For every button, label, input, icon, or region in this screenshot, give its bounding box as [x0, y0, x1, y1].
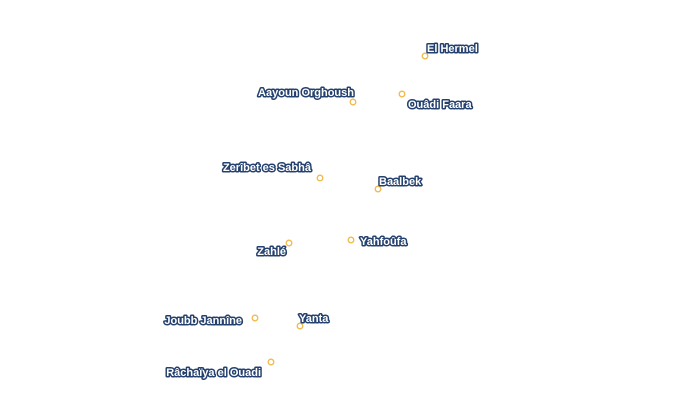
place-label: Aayoun Orghoush [258, 87, 354, 99]
place-marker[interactable] [398, 90, 406, 98]
place-label: Yanta [299, 313, 329, 325]
place-zeribet-es-sabha[interactable]: Zerîbet es Sabhâ [221, 161, 324, 182]
place-label: Ouâdi Faara [408, 99, 472, 111]
place-joubb-jannine[interactable]: Joubb Jannîne [163, 314, 259, 329]
place-marker[interactable] [349, 98, 357, 106]
place-baalbek[interactable]: Baalbek [374, 175, 424, 193]
place-ouadi-faara[interactable]: Ouâdi Faara [398, 90, 474, 113]
place-marker[interactable] [421, 52, 429, 60]
place-marker[interactable] [347, 236, 355, 244]
place-label: Joubb Jannîne [164, 315, 242, 327]
place-label: Yahfoûfa [360, 236, 407, 248]
place-marker[interactable] [316, 174, 324, 182]
place-label: Râchaïya el Ouadi [166, 367, 261, 379]
place-marker[interactable] [251, 314, 259, 322]
place-rachaiya-el-ouadi[interactable]: Râchaïya el Ouadi [165, 358, 275, 381]
place-label: Zerîbet es Sabhâ [223, 162, 312, 174]
place-marker[interactable] [267, 358, 275, 366]
place-zahle[interactable]: Zahlé [256, 239, 293, 260]
place-el-hermel[interactable]: El Hermel [421, 42, 479, 60]
place-aayoun-orghoush[interactable]: Aayoun Orghoush [257, 86, 357, 106]
place-marker[interactable] [296, 322, 304, 330]
place-marker[interactable] [374, 185, 382, 193]
place-yanta[interactable]: Yanta [296, 312, 331, 330]
place-marker[interactable] [285, 239, 293, 247]
place-yahfoufa[interactable]: Yahfoûfa [347, 235, 409, 250]
place-label: Zahlé [257, 246, 286, 258]
place-label: Baalbek [379, 176, 422, 188]
place-label: El Hermel [427, 43, 478, 55]
